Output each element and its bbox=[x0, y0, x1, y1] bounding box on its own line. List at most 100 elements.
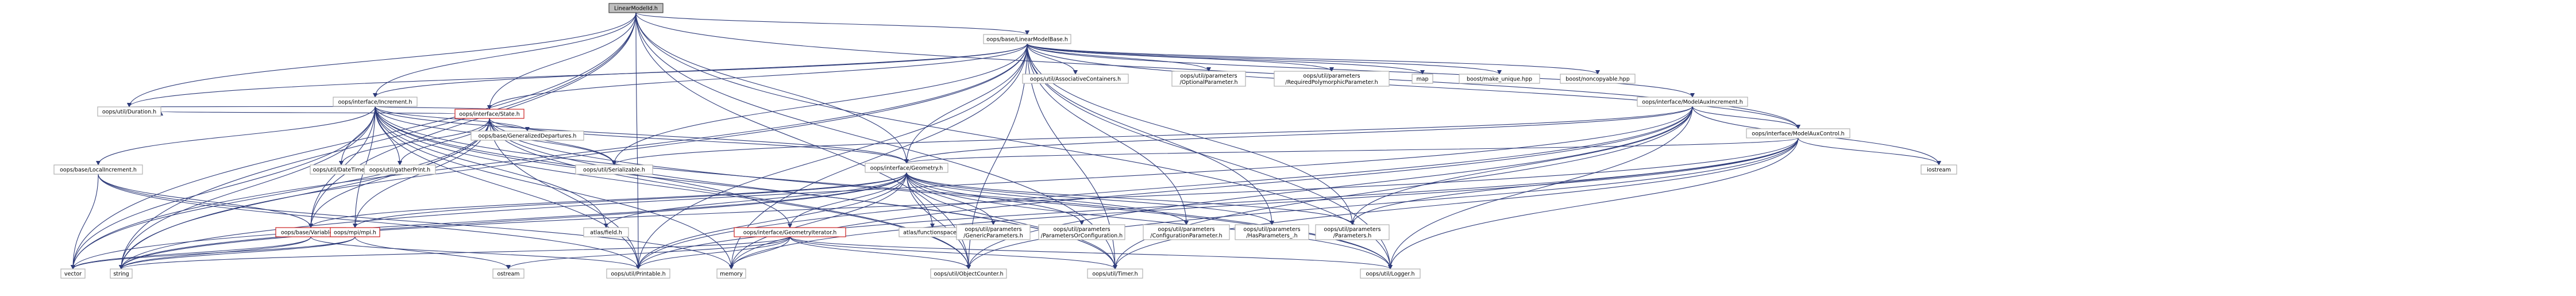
edge-root-to-variables bbox=[308, 12, 637, 228]
edge-geom-to-string bbox=[119, 172, 907, 270]
node-serial[interactable]: oops/util/Serializable.h bbox=[575, 164, 653, 175]
node-atlasFS[interactable]: atlas/functionspace.h bbox=[898, 227, 966, 237]
node-box-atlasField bbox=[583, 227, 629, 237]
node-localIncr[interactable]: oops/base/LocalIncrement.h bbox=[53, 164, 143, 175]
node-reqPoly[interactable]: oops/util/parameters/RequiredPolymorphic… bbox=[1274, 71, 1390, 87]
node-cfgParam[interactable]: oops/util/parameters/ConfigurationParame… bbox=[1143, 224, 1230, 240]
node-label-serial: oops/util/Serializable.h bbox=[583, 167, 645, 174]
edge-state-to-geom bbox=[489, 118, 909, 164]
node-label-cfgParam: /ConfigurationParameter.h bbox=[1150, 233, 1222, 239]
node-genDep[interactable]: oops/base/GeneralizedDepartures.h bbox=[471, 130, 584, 141]
edge-auxCtl-to-string bbox=[119, 137, 1799, 270]
node-noncopy[interactable]: boost/noncopyable.hpp bbox=[1560, 74, 1636, 84]
node-box-gatherPrint bbox=[364, 164, 436, 175]
edge-geom-to-geomIter bbox=[788, 172, 907, 228]
edge-lmb-to-makeUnique bbox=[1027, 43, 1502, 75]
edge-root-to-lmb bbox=[635, 12, 1029, 35]
edge-geom-to-memory bbox=[729, 172, 907, 270]
node-duration[interactable]: oops/util/Duration.h bbox=[97, 106, 161, 117]
node-geomIter[interactable]: oops/interface/GeometryIterator.h bbox=[734, 227, 846, 237]
edge-auxCtl-to-timer bbox=[1113, 137, 1799, 270]
node-label-params: /Parameters.h bbox=[1333, 233, 1372, 239]
node-memory[interactable]: memory bbox=[716, 268, 746, 279]
edge-localIncr-to-vector bbox=[71, 174, 99, 270]
node-label-optParam: /OptionalParameter.h bbox=[1180, 79, 1238, 86]
node-state[interactable]: oops/interface/State.h bbox=[454, 109, 525, 119]
node-string[interactable]: string bbox=[110, 268, 133, 279]
node-vector[interactable]: vector bbox=[60, 268, 86, 279]
node-auxIncr[interactable]: oops/interface/ModelAuxIncrement.h bbox=[1637, 97, 1748, 107]
node-hasParams[interactable]: oops/util/parameters/HasParameters_.h bbox=[1235, 224, 1309, 240]
node-mpi[interactable]: oops/mpi/mpi.h bbox=[330, 227, 380, 237]
edge-geom-to-printable bbox=[636, 172, 907, 270]
edge-auxCtl-to-logger bbox=[1388, 137, 1799, 270]
node-assoc[interactable]: oops/util/AssociativeContainers.h bbox=[1022, 74, 1129, 84]
node-objCounter[interactable]: oops/util/ObjectCounter.h bbox=[930, 268, 1007, 279]
node-label-geomIter: oops/interface/GeometryIterator.h bbox=[743, 230, 836, 236]
edge-geomIter-to-memory bbox=[729, 236, 790, 270]
node-iostream[interactable]: iostream bbox=[1921, 164, 1957, 175]
node-atlasField[interactable]: atlas/field.h bbox=[583, 227, 629, 237]
node-ostream[interactable]: ostream bbox=[492, 268, 525, 279]
edge-auxIncr-to-logger bbox=[1388, 106, 1693, 270]
node-auxCtl[interactable]: oops/interface/ModelAuxControl.h bbox=[1746, 128, 1850, 139]
edge-localIncr-to-printable bbox=[98, 174, 641, 270]
edge-mpi-to-string bbox=[119, 236, 356, 270]
edge-auxIncr-to-string bbox=[119, 106, 1693, 270]
node-label-paramsOrCfg: oops/util/parameters bbox=[1053, 226, 1110, 233]
node-printable[interactable]: oops/util/Printable.h bbox=[606, 268, 670, 279]
node-box-memory bbox=[716, 268, 746, 279]
node-label-mpi: oops/mpi/mpi.h bbox=[334, 230, 376, 236]
node-map[interactable]: map bbox=[1412, 74, 1433, 84]
node-box-vector bbox=[60, 268, 86, 279]
node-box-root bbox=[608, 3, 664, 13]
node-root[interactable]: LinearModelId.h bbox=[608, 3, 664, 13]
edge-auxIncr-to-auxCtl bbox=[1692, 106, 1800, 129]
node-label-genericParams: oops/util/parameters bbox=[965, 226, 1021, 233]
node-box-localIncr bbox=[53, 164, 143, 175]
node-label-dateTime: oops/util/DateTime.h bbox=[313, 167, 369, 174]
node-box-genericParams bbox=[956, 224, 1031, 240]
edge-geomIter-to-ostream bbox=[506, 236, 790, 270]
edge-mpi-to-ostream bbox=[354, 236, 511, 270]
edge-root-to-vector bbox=[71, 12, 637, 270]
edge-geomIter-to-string bbox=[119, 236, 790, 270]
edge-auxCtl-to-params bbox=[1350, 137, 1799, 225]
edge-root-to-auxCtl bbox=[635, 12, 1800, 129]
node-dateTime[interactable]: oops/util/DateTime.h bbox=[310, 164, 373, 175]
edge-geom-to-atlasField bbox=[604, 172, 907, 228]
node-gatherPrint[interactable]: oops/util/gatherPrint.h bbox=[364, 164, 436, 175]
node-box-logger bbox=[1360, 268, 1421, 279]
node-makeUnique[interactable]: boost/make_unique.hpp bbox=[1459, 74, 1540, 84]
node-label-cfgParam: oops/util/parameters bbox=[1158, 226, 1214, 233]
edge-lmb-to-noncopy bbox=[1027, 43, 1600, 75]
node-box-reqPoly bbox=[1274, 71, 1390, 87]
edge-variables-to-vector bbox=[71, 236, 311, 270]
node-box-state bbox=[454, 109, 525, 119]
edge-geomIter-to-logger bbox=[789, 236, 1393, 270]
node-label-atlasFS: atlas/functionspace.h bbox=[903, 230, 962, 236]
node-box-params bbox=[1315, 224, 1390, 240]
node-incr[interactable]: oops/interface/Increment.h bbox=[333, 97, 418, 107]
edge-lmb-to-printable bbox=[636, 43, 1028, 270]
edge-root-to-geom bbox=[635, 12, 909, 164]
node-params[interactable]: oops/util/parameters/Parameters.h bbox=[1315, 224, 1390, 240]
node-label-objCounter: oops/util/ObjectCounter.h bbox=[934, 271, 1003, 278]
node-genericParams[interactable]: oops/util/parameters/GenericParameters.h bbox=[956, 224, 1031, 240]
edge-state-to-logger bbox=[489, 118, 1393, 270]
edge-geom-to-hasParams bbox=[906, 172, 1274, 225]
node-label-params: oops/util/parameters bbox=[1324, 226, 1380, 233]
edge-incr-to-objCounter bbox=[375, 106, 971, 270]
node-lmb[interactable]: oops/base/LinearModelBase.h bbox=[983, 34, 1071, 44]
edge-state-to-objCounter bbox=[489, 118, 971, 270]
node-optParam[interactable]: oops/util/parameters/OptionalParameter.h bbox=[1171, 71, 1246, 87]
node-label-incr: oops/interface/Increment.h bbox=[338, 99, 412, 106]
node-box-objCounter bbox=[930, 268, 1007, 279]
node-label-state: oops/interface/State.h bbox=[459, 112, 520, 118]
node-logger[interactable]: oops/util/Logger.h bbox=[1360, 268, 1421, 279]
node-geom[interactable]: oops/interface/Geometry.h bbox=[865, 163, 948, 173]
edge-state-to-dateTime bbox=[339, 118, 490, 166]
node-paramsOrCfg[interactable]: oops/util/parameters/ParametersOrConfigu… bbox=[1038, 224, 1125, 240]
edge-geom-to-genericParams bbox=[906, 172, 996, 225]
node-timer[interactable]: oops/util/Timer.h bbox=[1087, 268, 1143, 279]
